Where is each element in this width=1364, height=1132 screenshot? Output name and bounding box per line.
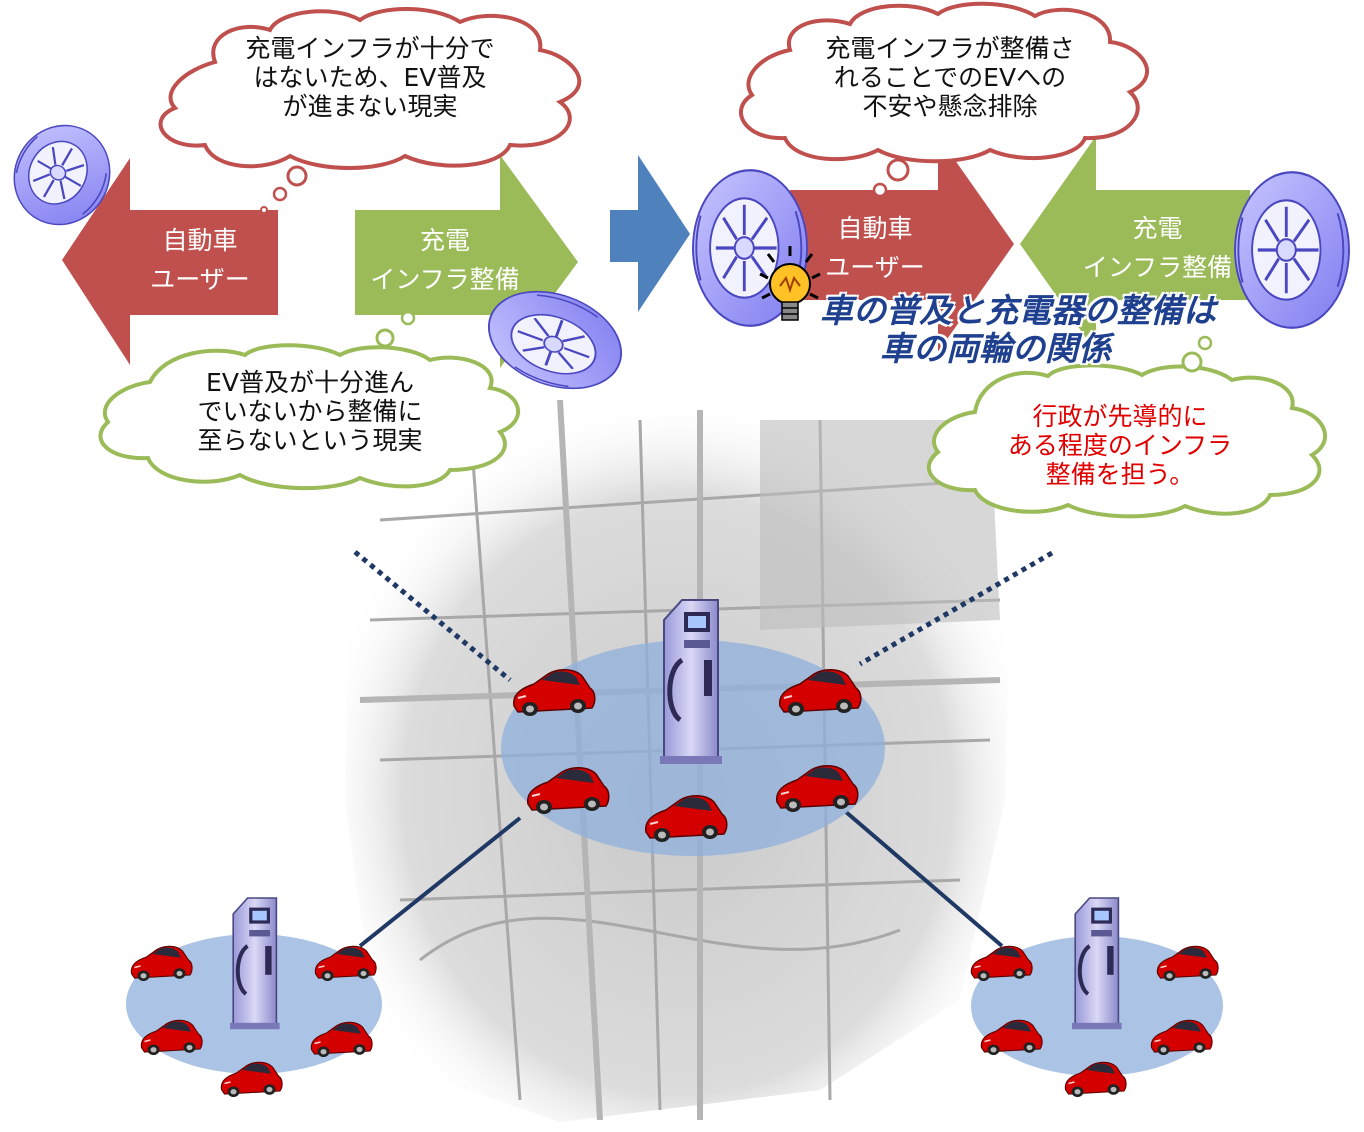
cloud-text-line: EV普及が十分進ん xyxy=(206,368,414,397)
cloud-text-line: 充電インフラが整備さ xyxy=(825,34,1075,63)
cloud-text-line: 整備を担う。 xyxy=(1045,459,1195,489)
charging-station-icon xyxy=(660,600,722,764)
arrow-label-line: ユーザー xyxy=(150,264,250,294)
infra-arrow-label: 充電 インフラ整備 xyxy=(360,222,530,300)
cloud-top-left-text: 充電インフラが十分で はないため、EV普及 が進まない現実 xyxy=(200,34,540,121)
car-icon xyxy=(130,945,193,982)
connector-left xyxy=(358,816,522,948)
headline: 車の普及と充電器の整備は 車の両輪の関係 xyxy=(820,292,1240,368)
user-arrow-converging-label: 自動車 ユーザー xyxy=(800,210,950,288)
charging-station-icon xyxy=(1072,898,1122,1029)
user-arrow-converging xyxy=(790,136,1014,352)
cloud-text-line: でいないから整備に xyxy=(197,396,423,426)
headline-line: 車の両輪の関係 xyxy=(880,328,1111,368)
cloud-text-line: はないため、EV普及 xyxy=(253,62,487,92)
arrow-label-line: 自動車 xyxy=(837,214,913,243)
arrow-label-line: インフラ整備 xyxy=(1082,252,1233,282)
user-arrow-label: 自動車 ユーザー xyxy=(120,222,280,300)
thought-cloud-top-right xyxy=(739,1,1150,198)
cloud-text-line: 充電インフラが十分で xyxy=(245,34,495,63)
lightbulb-icon xyxy=(759,246,821,321)
transition-arrow xyxy=(610,155,690,312)
thought-cloud-bottom-right xyxy=(926,335,1327,519)
charging-station-icon xyxy=(230,898,280,1029)
arrow-label-line: 充電 xyxy=(419,226,470,255)
infra-arrow-converging xyxy=(1020,136,1250,352)
cloud-text-line: れることでのEVへの xyxy=(833,62,1067,92)
arrow-label-line: 自動車 xyxy=(162,226,238,255)
cloud-text-line: ある程度のインフラ xyxy=(1007,430,1233,460)
cloud-text-line: 行政が先導的に xyxy=(1032,402,1208,431)
thought-cloud-bottom-left xyxy=(98,310,521,491)
arrow-label-line: 充電 xyxy=(1132,214,1183,243)
cloud-text-line: が進まない現実 xyxy=(282,91,458,121)
cloud-bottom-left-text: EV普及が十分進ん でいないから整備に 至らないという現実 xyxy=(130,368,490,455)
tire-icon xyxy=(1233,170,1351,330)
connector-right xyxy=(844,810,1004,948)
user-arrow-left xyxy=(62,158,278,365)
infra-arrow-converging-label: 充電 インフラ整備 xyxy=(1075,210,1240,288)
thought-cloud-top-left xyxy=(158,7,582,214)
car-icon xyxy=(970,945,1033,982)
dotted-line-right xyxy=(858,550,1054,667)
cloud-text-line: 不安や懸念排除 xyxy=(862,91,1038,121)
headline-line: 車の普及と充電器の整備は xyxy=(820,291,1216,330)
cloud-text-line: 至らないという現実 xyxy=(197,425,423,455)
cloud-bottom-right-text: 行政が先導的に ある程度のインフラ 整備を担う。 xyxy=(950,402,1290,489)
dotted-line-left xyxy=(353,550,512,682)
cloud-top-right-text: 充電インフラが整備さ れることでのEVへの 不安や懸念排除 xyxy=(780,34,1120,121)
arrow-label-line: ユーザー xyxy=(825,252,925,282)
arrow-label-line: インフラ整備 xyxy=(370,264,520,294)
